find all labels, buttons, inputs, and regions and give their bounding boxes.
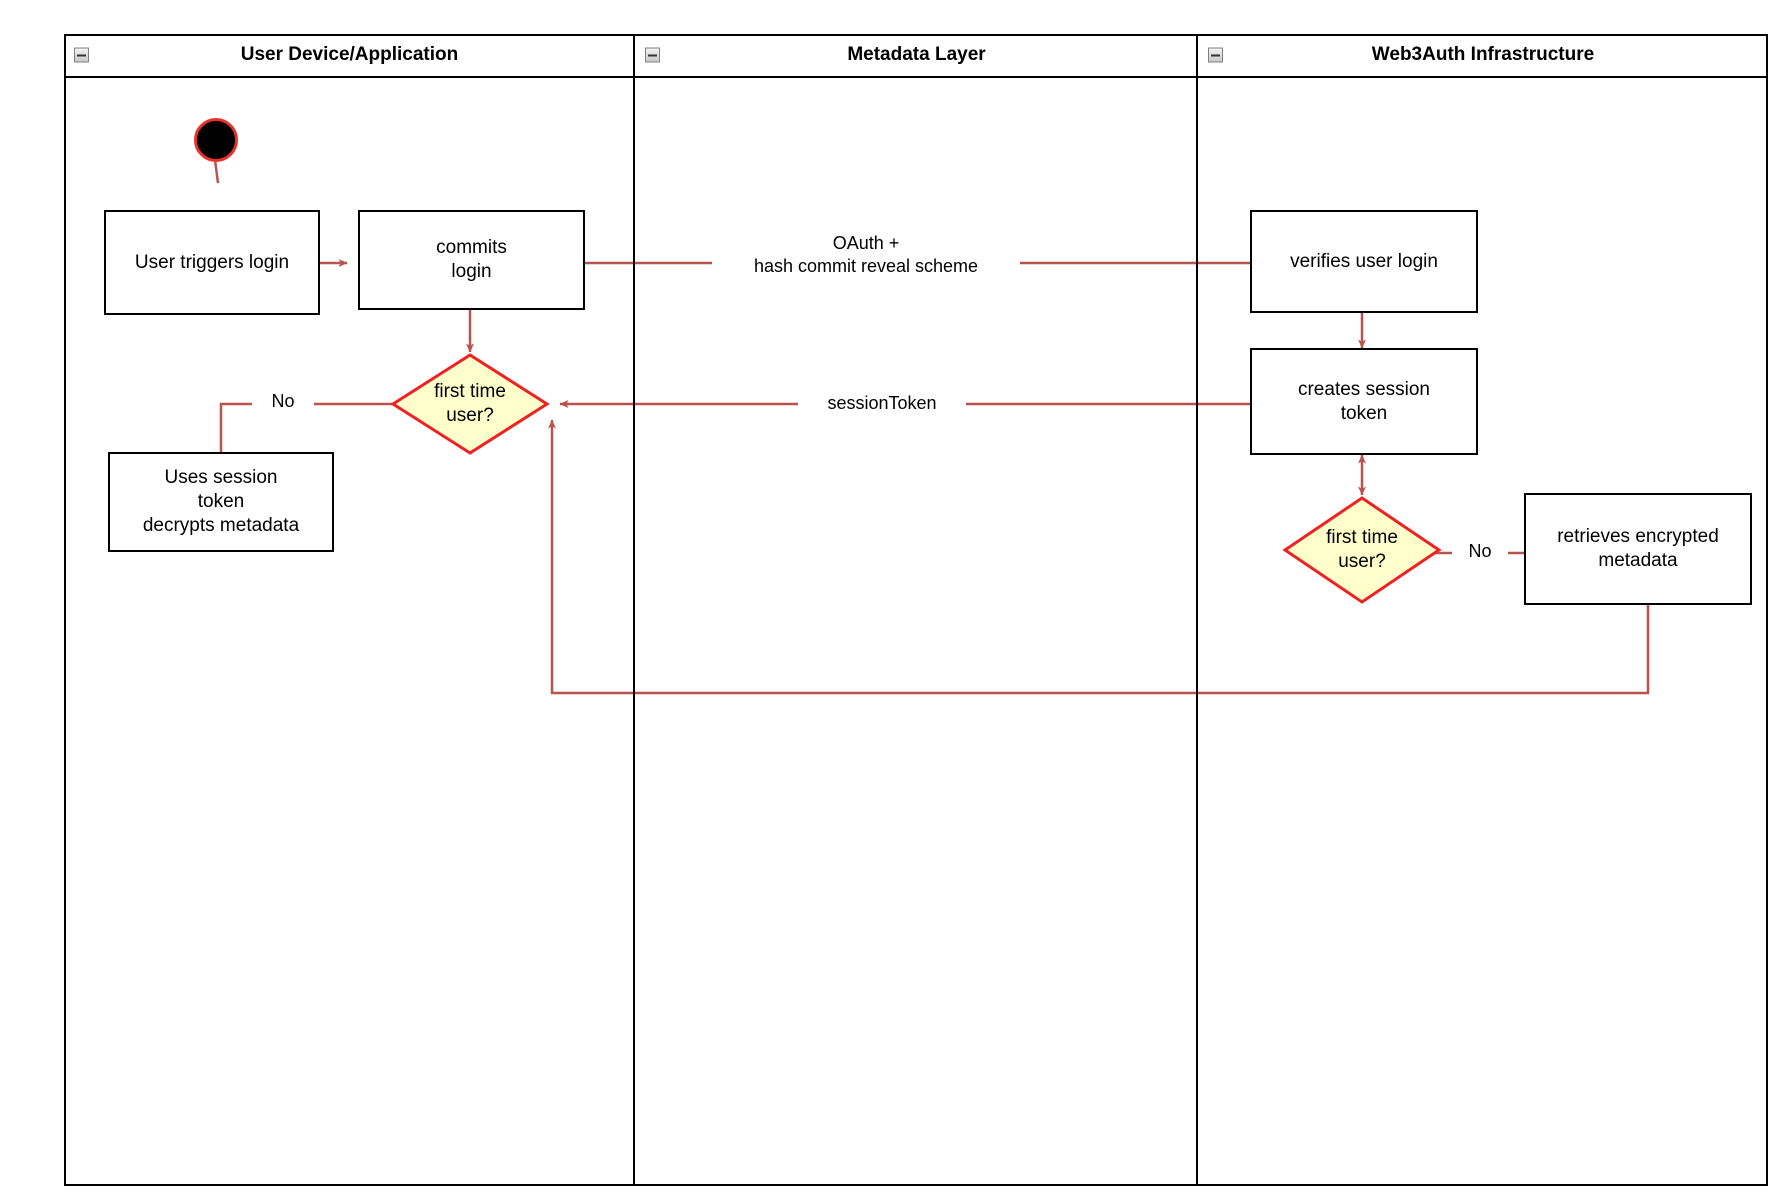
lane-title-user-device: User Device/Application xyxy=(240,44,459,65)
node-verifies-user-login[interactable]: verifies user login xyxy=(1250,210,1478,313)
node-uses-session-token[interactable]: Uses session token decrypts metadata xyxy=(108,452,334,552)
start-node[interactable] xyxy=(194,118,238,162)
lane-title-metadata-layer: Metadata Layer xyxy=(847,44,986,65)
lane-divider-2 xyxy=(1196,34,1198,1186)
node-creates-session-token[interactable]: creates session token xyxy=(1250,348,1478,455)
lane-divider-1 xyxy=(633,34,635,1186)
lane-header-web3auth: Web3Auth Infrastructure xyxy=(1198,34,1768,78)
decision-diamond-shape xyxy=(1282,496,1442,604)
node-commits-login[interactable]: commits login xyxy=(358,210,585,310)
minus-box-icon[interactable] xyxy=(645,47,660,63)
minus-box-icon[interactable] xyxy=(74,47,89,63)
lane-title-web3auth: Web3Auth Infrastructure xyxy=(1371,44,1595,65)
swimlane-frame xyxy=(64,34,1768,1186)
node-first-time-user-server[interactable]: first time user? xyxy=(1282,495,1442,605)
node-first-time-user-server-label: first time user? xyxy=(1326,527,1398,572)
node-user-triggers-login[interactable]: User triggers login xyxy=(104,210,320,315)
edge-label-session-token: sessionToken xyxy=(798,392,966,416)
edge-retrieves-to-decision-client xyxy=(548,419,1650,695)
edge-label-no-client: No xyxy=(252,390,314,414)
lane-header-metadata-layer: Metadata Layer xyxy=(635,34,1198,78)
minus-box-icon[interactable] xyxy=(1208,47,1223,63)
decision-diamond-shape xyxy=(390,353,550,455)
node-first-time-user-client[interactable]: first time user? xyxy=(390,352,550,456)
node-first-time-user-client-label: first time user? xyxy=(434,381,506,426)
edge-decision-client-no xyxy=(219,402,396,452)
node-retrieves-encrypted-metadata[interactable]: retrieves encrypted metadata xyxy=(1524,493,1752,605)
lane-header-user-device: User Device/Application xyxy=(64,34,635,78)
edge-label-no-server: No xyxy=(1452,540,1508,564)
edge-label-oauth: OAuth + hash commit reveal scheme xyxy=(712,232,1020,279)
